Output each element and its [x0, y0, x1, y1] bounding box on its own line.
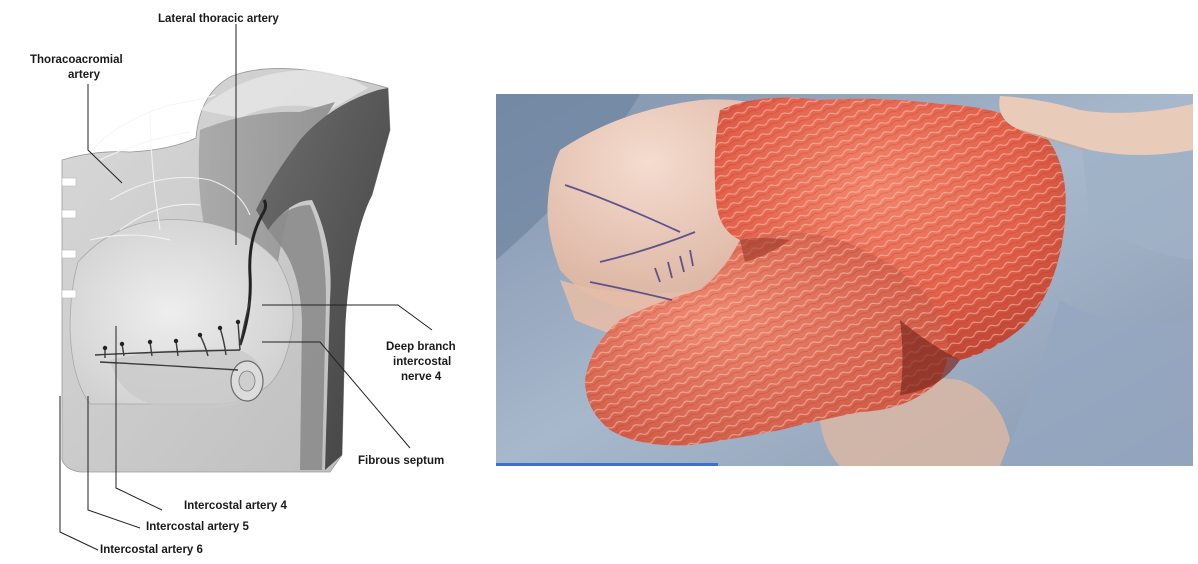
label-deep-branch-line1: Deep branch [386, 341, 456, 353]
label-deep-branch-line3: nerve 4 [401, 371, 442, 383]
surgical-photo [496, 94, 1193, 466]
label-intercostal-artery-5: Intercostal artery 5 [146, 521, 250, 533]
label-thoracoacromial-artery-line1: Thoracoacromial [30, 54, 123, 66]
video-progress-bar [496, 463, 718, 466]
label-thoracoacromial-artery-line2: artery [68, 69, 101, 81]
label-intercostal-artery-6: Intercostal artery 6 [100, 544, 203, 556]
label-intercostal-artery-4: Intercostal artery 4 [184, 500, 288, 512]
anatomy-illustration: Lateral thoracic artery Thoracoacromial … [0, 0, 490, 564]
label-fibrous-septum: Fibrous septum [358, 455, 444, 467]
label-lateral-thoracic-artery: Lateral thoracic artery [158, 13, 279, 25]
label-deep-branch-line2: intercostal [393, 356, 451, 368]
